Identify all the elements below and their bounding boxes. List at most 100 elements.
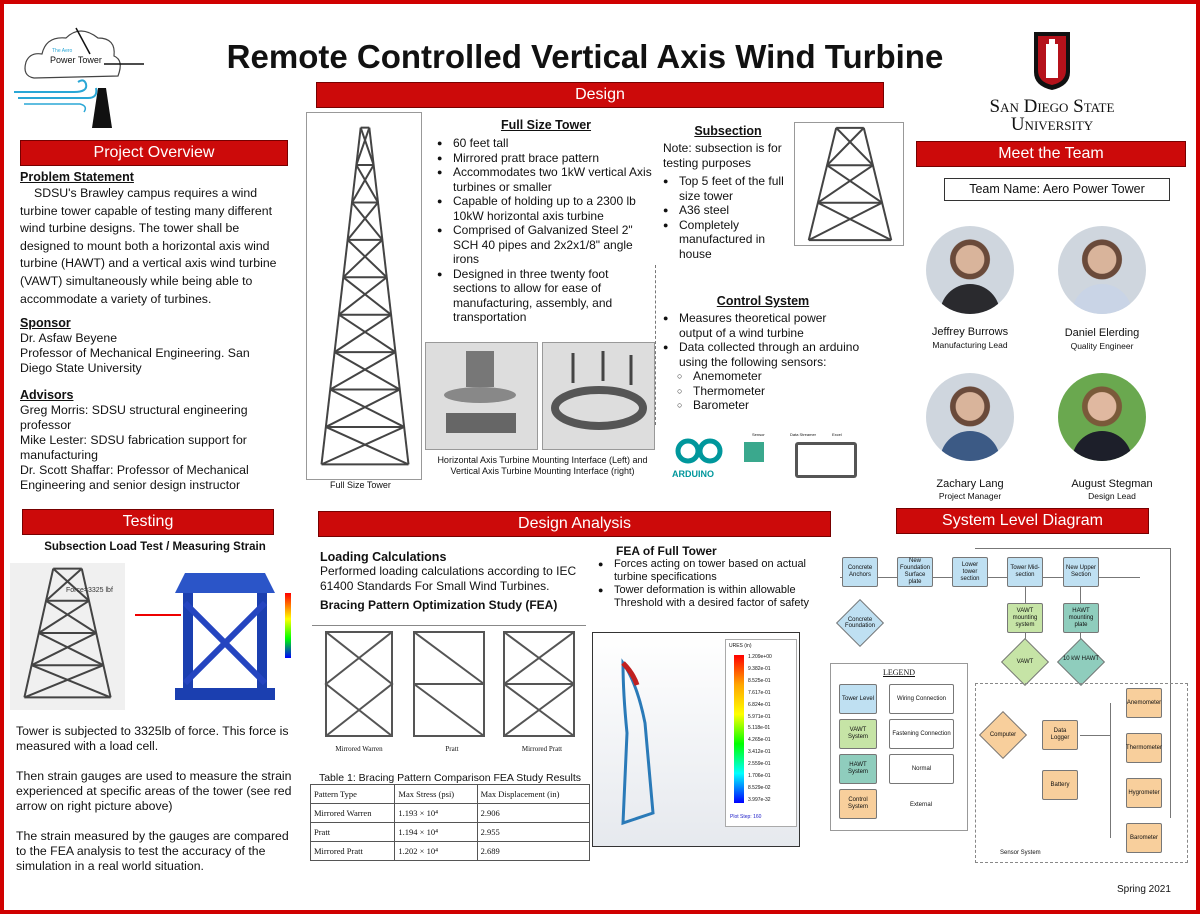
design-header: Design [316,82,884,108]
sdsu-name-line2: University [1010,114,1094,135]
tower-member [31,632,97,667]
sensor-system-group [975,683,1188,863]
spec-item: Top 5 feet of the full size tower [663,174,793,203]
diagram-legend: LEGEND Tower Level VAWT System HAWT Syst… [830,663,968,831]
advisor-item: Mike Lester: SDSU fabrication support fo… [20,433,247,463]
sponsor-title-text: Professor of Mechanical Engineering. San… [20,346,250,376]
tower-member [325,388,401,428]
table-caption: Table 1: Bracing Pattern Comparison FEA … [318,772,582,784]
hawt-mounting-interface-image [425,342,538,450]
member-role: Project Manager [938,491,1002,501]
tower-member [807,127,838,241]
fea-item: Forces acting on tower based on actual t… [598,558,828,584]
fea-legend-tick: 4.265e-01 [748,737,771,744]
diagram-diamond-label: VAWT [1016,659,1034,665]
connector-line [975,548,1170,549]
spec-item: 60 feet tall [437,136,655,151]
tower-member [862,127,893,241]
divider [655,265,656,425]
loading-title: Loading Calculations [320,550,447,564]
tower-member [325,426,409,466]
control-title: Control System [716,294,810,308]
member-photo-august [1058,373,1146,461]
flow-label: Sensor [752,432,765,437]
diagram-node: Lower tower section [952,557,988,587]
tower-member [45,567,83,602]
testing-paragraph: Then strain gauges are used to measure t… [16,769,292,813]
legend-item: Fastening Connection [889,719,954,749]
loading-text: Performed loading calculations according… [320,564,577,593]
member-name: Jeffrey Burrows [931,326,1009,338]
subsection-image [794,122,904,246]
tower-member [359,127,375,166]
pattern-label: Pratt [445,745,459,753]
fea-legend-tick: 3.412e-01 [748,749,771,756]
spec-item: Capable of holding up to a 2300 lb 10kW … [437,194,655,223]
fea-legend-tick: 2.559e-01 [748,761,771,768]
flow-label: Excel [832,432,842,437]
fea-title: FEA of Full Tower [616,544,717,558]
diagram-diamond-label: 10 kW HAWT [1062,656,1100,662]
member-role: Manufacturing Lead [932,340,1008,350]
tower-caption: Full Size Tower [330,480,391,490]
tower-member [338,276,388,316]
legend-item: VAWT System [839,719,877,749]
bracing-title: Bracing Pattern Optimization Study (FEA) [320,598,558,612]
legend-item: Wiring Connection [889,684,954,714]
spec-item: Accommodates two 1kW vertical Axis turbi… [437,165,655,194]
team-header: Meet the Team [916,141,1186,167]
tower-member [817,201,892,242]
member-photo-zachary [926,373,1014,461]
tower-member [38,599,90,634]
pattern-label: Mirrored Pratt [521,745,563,753]
tower-member [23,568,55,698]
team-name-box: Team Name: Aero Power Tower [944,178,1170,201]
tower-member [835,127,874,166]
logo-small-text: The Aero [52,48,73,54]
tower-member [334,313,392,353]
diagram-diamond-label: Computer [989,732,1017,738]
legend-item: Control System [839,789,877,819]
tower-member [351,201,384,241]
sponsor-name: Dr. Asfaw Beyene [20,331,118,346]
force-label: Force=3325 lbf [66,587,113,594]
fea-legend-tick: 1.706e-01 [748,773,771,780]
fea-item: Tower deformation is within allowable Th… [598,584,828,610]
sensor-board-icon [744,442,764,462]
fea-full-tower: FEA of Full Tower Forces acting on tower… [598,544,828,610]
arduino-infinity-icon [675,438,723,464]
diagram-node: Thermometer [1126,733,1162,763]
lattice-tower-drawing [807,126,893,242]
diagram-diamond-label: Concrete Foundation [844,617,876,629]
loading-calculations: Loading Calculations Performed loading c… [320,550,590,612]
fea-legend-tick: 5.118e-01 [748,725,771,732]
connector-line [1110,703,1111,838]
sensor-item: Barometer [677,398,863,413]
lattice-tower-drawing [320,126,410,466]
problem-text: SDSU's Brawley campus requires a wind tu… [20,186,277,306]
arduino-text: ARDUINO [672,469,714,479]
tower-member [338,313,396,353]
cloud-turbine-icon [14,27,144,128]
system-header: System Level Diagram [896,508,1149,534]
spec-item: Comprised of Galvanized Steel 2" SCH 40 … [437,223,655,267]
pratt-pattern [413,631,485,737]
bracing-patterns-svg [324,631,575,737]
spec-item: Completely manufactured in house [663,218,793,262]
tower-member [38,632,104,667]
sponsor-title: Sponsor [20,316,71,331]
fea-legend-tick: 5.971e-01 [748,713,771,720]
diagram-node: Barometer [1126,823,1162,853]
member-role: Design Lead [1088,491,1136,501]
flow-label: Data Streamer [790,432,817,437]
spec-item: Designed in three twenty foot sections t… [437,267,655,325]
member-name: Daniel Elerding [1064,327,1140,339]
testing-text: Tower is subjected to 3325lb of force. T… [16,724,301,874]
lattice-tower-drawing [23,567,112,699]
divider [312,625,586,626]
tower-member [320,127,362,465]
